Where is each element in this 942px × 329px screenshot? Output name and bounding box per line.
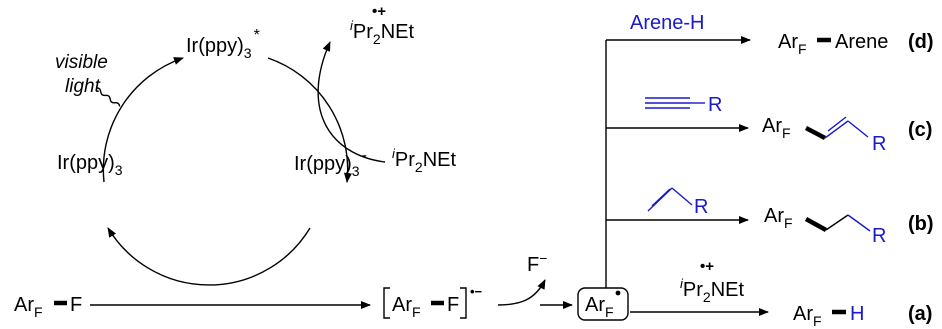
product-c-r: R [872, 133, 886, 155]
visible-label: visible [55, 52, 108, 73]
ir-excited-label: Ir(ppy)3* [186, 27, 260, 61]
product-d-arene: Arene [835, 31, 888, 53]
radical-dot [615, 290, 621, 296]
cycle-arc-bottom [107, 227, 311, 286]
light-wavy-line [95, 87, 121, 107]
alkene-reagent-structure [647, 187, 693, 212]
tag-d: (d) [908, 31, 934, 53]
product-c-ar: ArF [762, 115, 791, 141]
alkyl-product-structure [804, 214, 871, 232]
tag-c: (c) [908, 119, 932, 141]
fluoride-label: F− [527, 250, 547, 276]
ir-reduced-label: Ir(ppy)3- [294, 147, 367, 179]
tag-b: (b) [908, 213, 934, 235]
bracket-right [460, 287, 467, 319]
fluoride-loss-arrow [497, 279, 546, 306]
radical-anion-f-label: F [447, 294, 459, 316]
amine-radical-cation-label: iPr2NEt [350, 18, 414, 47]
alkene-r-label: R [694, 196, 708, 218]
bracket-left [383, 287, 390, 319]
amine-oxidation-arrow [317, 41, 386, 163]
cycle-arc-right [267, 57, 352, 183]
cycle-arc-left [102, 57, 184, 183]
product-d-ar: ArF [778, 31, 807, 57]
hat-mark: •+ [700, 258, 714, 275]
product-a-h: H [850, 303, 864, 325]
alkyne-reagent-structure [645, 97, 705, 109]
substrate-ar-label: ArF [14, 294, 43, 320]
amine-label: iPr2NEt [392, 146, 456, 175]
aryl-radical-label: ArF [585, 294, 614, 320]
product-a-ar: ArF [793, 303, 822, 329]
light-label: light [65, 76, 101, 97]
catalytic-cycle [95, 41, 386, 286]
radical-anion-ar-label: ArF [392, 294, 421, 320]
substrate-f-label: F [70, 294, 82, 316]
product-b-ar: ArF [764, 205, 793, 231]
radical-anion-mark: •− [470, 284, 483, 299]
tag-a: (a) [908, 303, 932, 325]
alkene-product-structure [804, 116, 869, 140]
product-b-r: R [872, 225, 886, 247]
amine-radical-cation-mark: •+ [372, 3, 386, 20]
hat-amine-label: iPr2NEt [680, 276, 744, 305]
aryl-radical-box [577, 287, 629, 321]
alkyne-r-label: R [708, 94, 722, 116]
ir-ground-label: Ir(ppy)3 [57, 152, 123, 178]
reagent-arene-h: Arene-H [630, 12, 704, 34]
